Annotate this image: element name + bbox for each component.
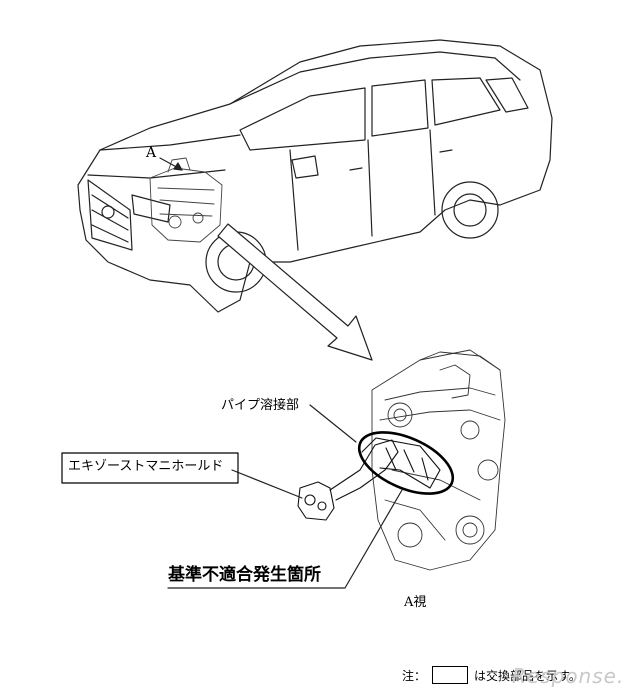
engine-sketch bbox=[149, 157, 223, 243]
pipe-weld-highlight bbox=[357, 431, 455, 495]
engine-closeup-illustration bbox=[371, 349, 506, 571]
exhaust-manifold-illustration bbox=[297, 437, 441, 521]
exhaust-manifold-label: エキゾーストマニホールド bbox=[68, 459, 224, 474]
replacement-part-legend-box bbox=[432, 666, 469, 684]
watermark-logo: Response. bbox=[512, 664, 625, 688]
suv-illustration bbox=[77, 39, 553, 313]
legend-note: 注： は交換部品を示す。 bbox=[402, 666, 581, 684]
note-suffix: は交換部品を示す。 bbox=[474, 668, 581, 683]
view-arrow bbox=[217, 223, 373, 361]
nonconformity-site-label: 基準不適合発生箇所 bbox=[168, 565, 321, 585]
pipe-weld-label: パイプ溶接部 bbox=[221, 398, 300, 413]
view-caption: A視 bbox=[404, 595, 427, 610]
note-prefix: 注： bbox=[402, 668, 427, 683]
exhaust-manifold-label-box bbox=[61, 452, 239, 484]
view-a-marker: A bbox=[146, 145, 157, 161]
